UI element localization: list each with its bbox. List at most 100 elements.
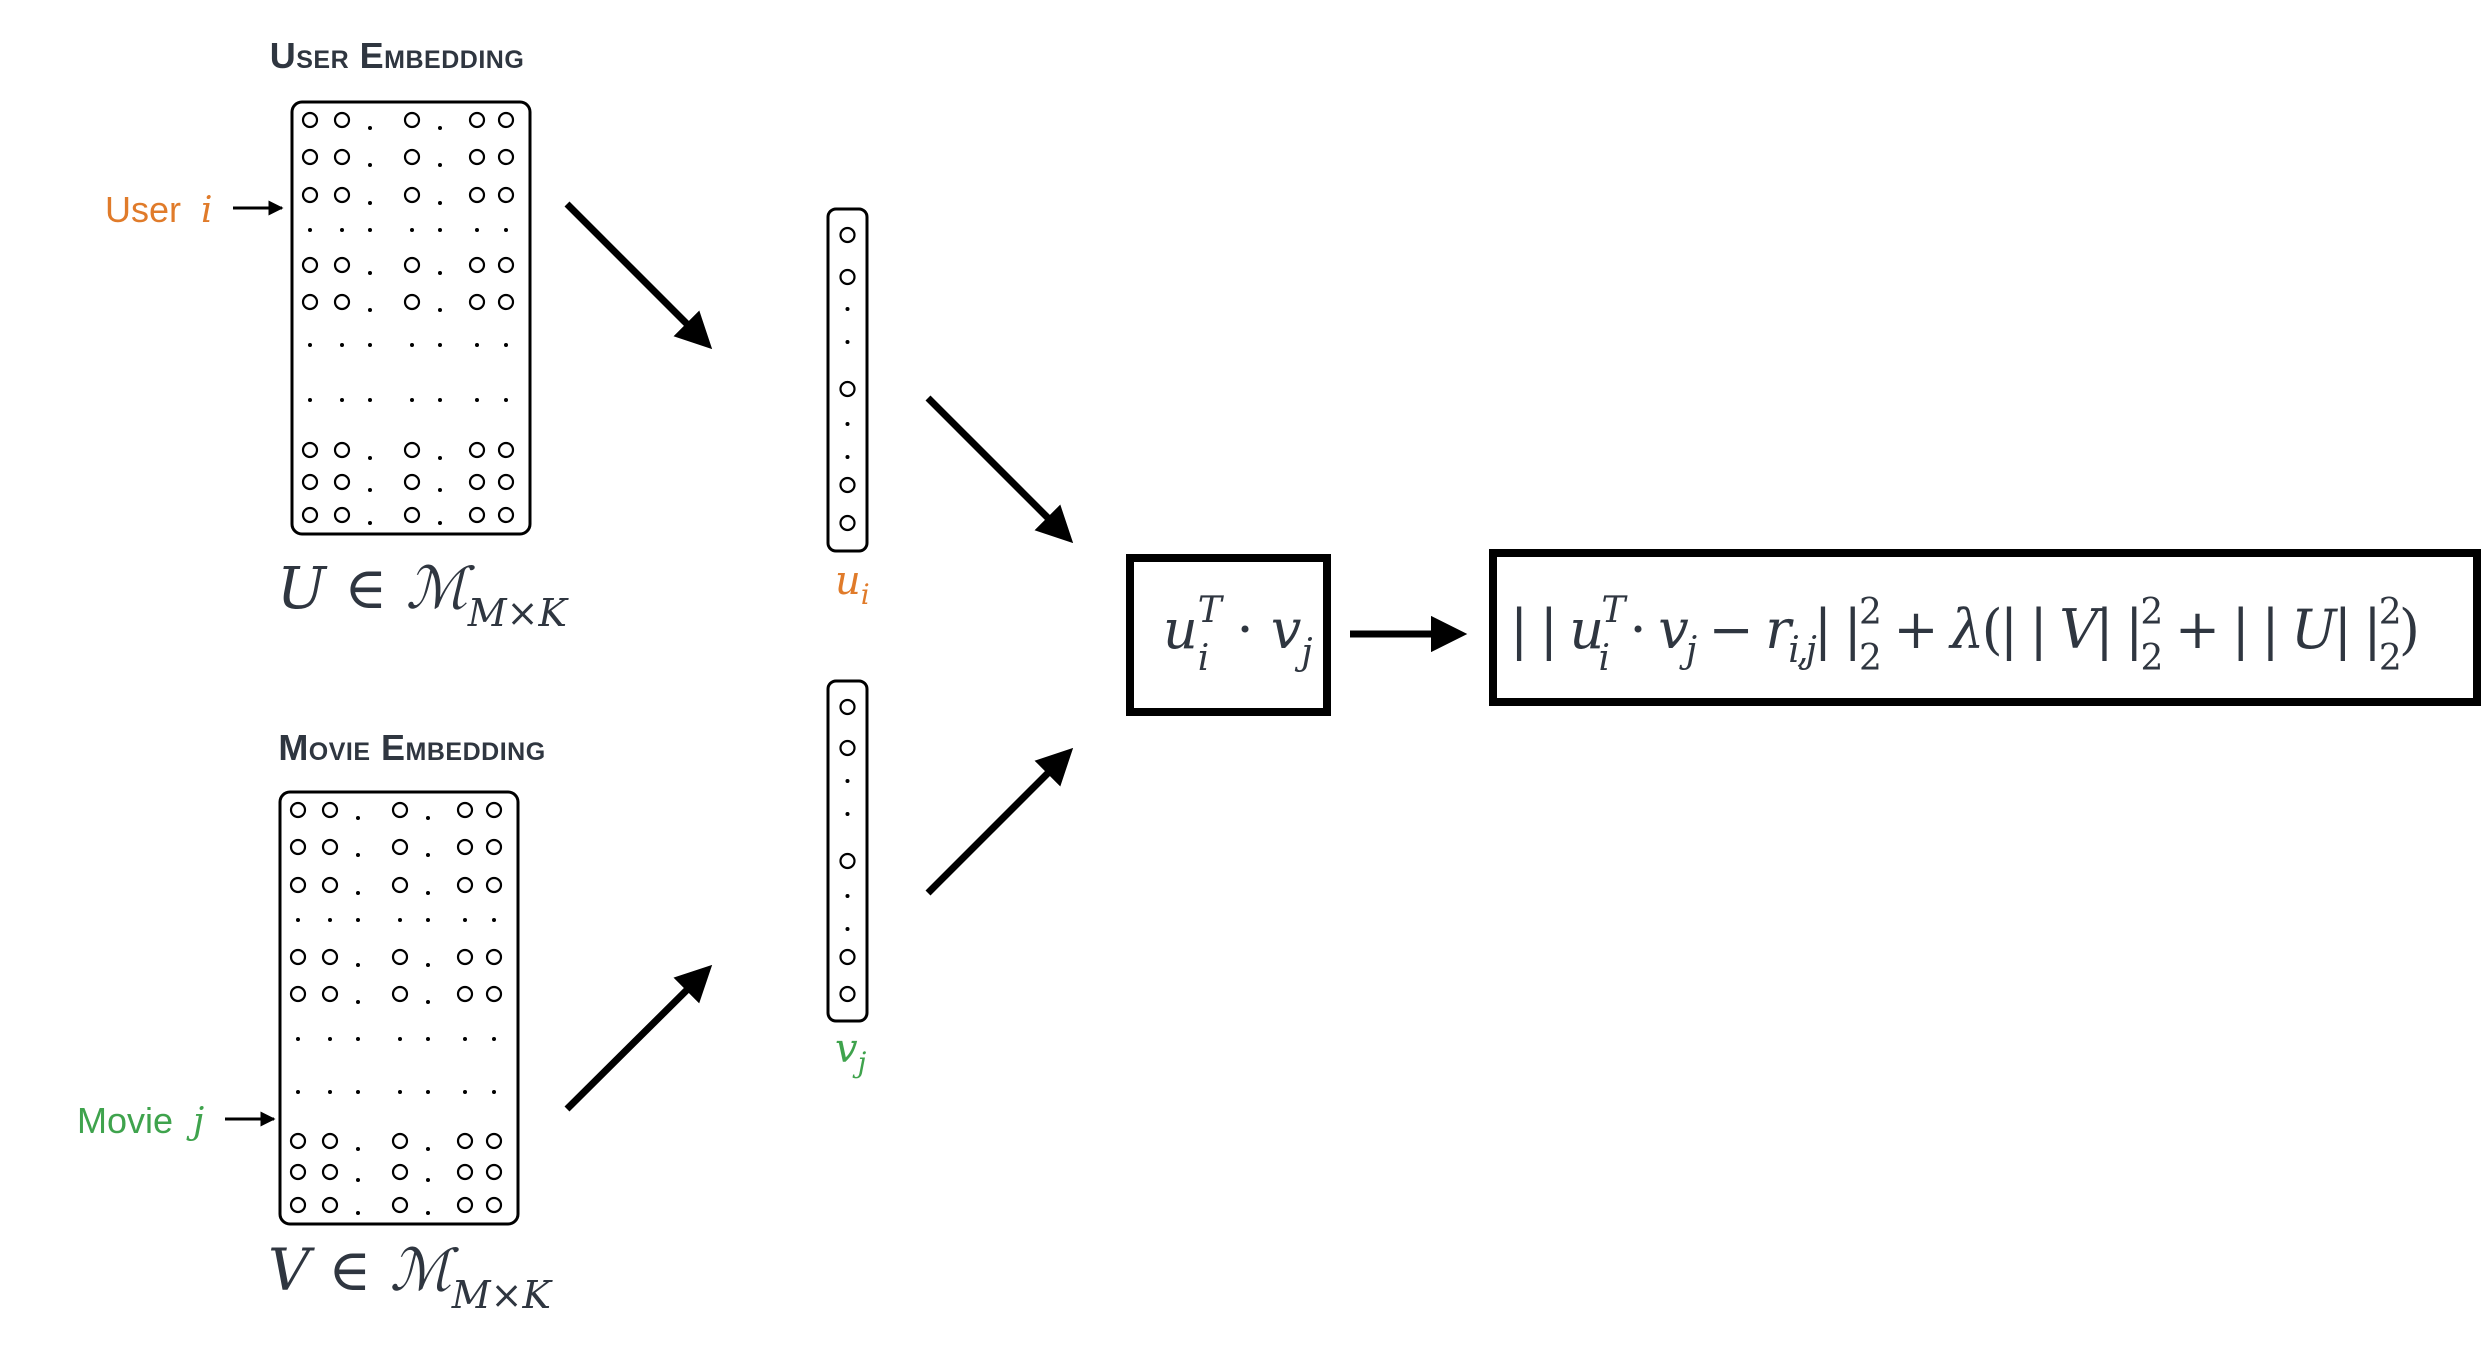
dot-product-box [1126,554,1331,716]
circle-cell [468,506,486,524]
dot-cell [426,853,430,857]
circle-cell [391,1132,409,1150]
circle-cell [403,293,421,311]
circle-cell [321,838,339,856]
dot-cell [368,271,372,275]
dot-cell [492,1090,496,1094]
circle-cell [456,876,474,894]
circle-cell [468,473,486,491]
circle-cell [289,1132,307,1150]
circle-cell [289,838,307,856]
dot-cell [398,1037,402,1041]
dot-cell [845,455,850,459]
circle-cell [839,852,856,870]
circle-cell [485,1196,503,1214]
circle-cell [391,1163,409,1181]
dot-cell [368,398,372,402]
dot-cell [368,343,372,347]
circle-cell [497,256,515,274]
dot-cell [296,1037,300,1041]
dot-cell [368,228,372,232]
dot-cell [845,422,850,426]
dot-cell [368,163,372,167]
movie-pointer-var: j [186,1101,204,1142]
circle-cell [839,985,856,1003]
dot-cell [356,963,360,967]
circle-cell [333,111,351,129]
matrix-frame [290,100,532,536]
dot-cell [492,918,496,922]
dot-cell [426,1147,430,1151]
circle-cell [333,293,351,311]
user-pointer: User i [105,189,284,231]
dot-cell [340,398,344,402]
dot-cell [340,343,344,347]
dot-cell [356,1090,360,1094]
arrow-icon-vvec-to-product [925,747,1074,896]
dot-cell [463,918,467,922]
movie-embedding-title: Movie Embedding [278,727,545,768]
arrow-icon-user-to-vector [564,201,713,350]
dot-cell [328,918,332,922]
circle-cell [289,948,307,966]
circle-cell [391,801,409,819]
dot-cell [463,1090,467,1094]
dot-cell [356,1211,360,1215]
svg-text:Movie j: Movie j [77,1100,204,1142]
dot-cell [438,398,442,402]
dot-cell [475,343,479,347]
dot-cell [426,1211,430,1215]
dot-cell [426,1178,430,1182]
circle-cell [485,1132,503,1150]
dot-cell [368,201,372,205]
dot-cell [463,1037,467,1041]
movie-matrix [278,790,520,1226]
circle-cell [468,256,486,274]
dot-cell [438,343,442,347]
circle-cell [301,293,319,311]
circle-cell [333,441,351,459]
dot-cell [356,918,360,922]
dot-cell [426,1037,430,1041]
circle-cell [839,514,856,532]
dot-cell [438,271,442,275]
circle-cell [333,148,351,166]
vector-frame [826,679,869,1023]
movie-pointer: Movie j [77,1100,276,1142]
circle-cell [301,506,319,524]
dot-cell [845,927,850,931]
circle-cell [839,226,856,244]
circle-cell [456,948,474,966]
dot-cell [410,398,414,402]
circle-cell [321,985,339,1003]
matrix-frame [278,790,520,1226]
loss-box [1489,549,2481,706]
circle-cell [391,948,409,966]
circle-cell [456,1163,474,1181]
circle-cell [289,801,307,819]
dot-cell [438,308,442,312]
circle-cell [497,111,515,129]
circle-cell [333,186,351,204]
user-pointer-label: User [105,189,181,230]
circle-cell [839,476,856,494]
dot-cell [308,343,312,347]
dot-cell [845,307,850,311]
circle-cell [321,1163,339,1181]
vector-frame [826,207,869,553]
dot-cell [475,228,479,232]
svg-text:User i: User i [105,189,213,231]
circle-cell [485,801,503,819]
dot-cell [356,1000,360,1004]
user-matrix-label: U ∈ ℳM×K [277,554,569,635]
circle-cell [468,441,486,459]
circle-cell [391,1196,409,1214]
dot-cell [328,1090,332,1094]
circle-cell [839,948,856,966]
circle-cell [391,985,409,1003]
circle-cell [301,441,319,459]
circle-cell [456,838,474,856]
dot-cell [356,1147,360,1151]
circle-cell [321,948,339,966]
